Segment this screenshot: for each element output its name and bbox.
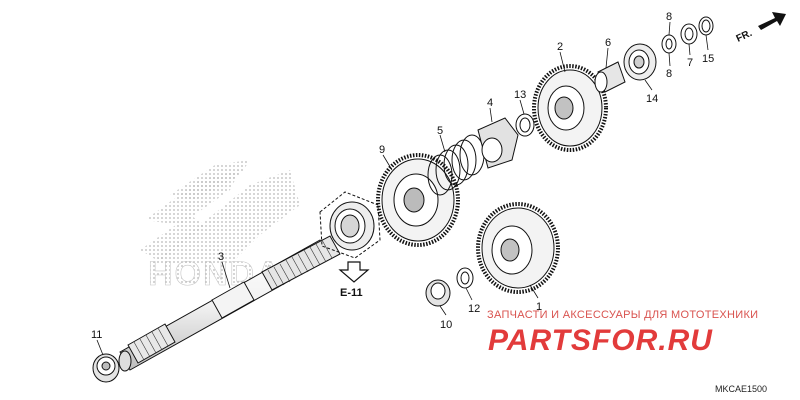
callout-14: 14 xyxy=(646,93,658,105)
part-12-washer xyxy=(456,267,474,289)
callout-5: 5 xyxy=(437,125,443,137)
callouts: 1 2 3 4 5 6 7 8 8 9 10 11 12 13 14 15 xyxy=(91,11,714,341)
part-7-ring xyxy=(680,23,698,45)
part-2-gear xyxy=(532,64,608,152)
callout-12: 12 xyxy=(468,303,480,315)
part-10-nut xyxy=(425,279,451,307)
e11-arrow xyxy=(338,261,370,283)
watermark-tagline: ЗАПЧАСТИ И АКСЕССУАРЫ ДЛЯ МОТОТЕХНИКИ xyxy=(487,309,758,321)
callout-7: 7 xyxy=(687,57,693,69)
callout-2: 2 xyxy=(557,41,563,53)
callout-3: 3 xyxy=(218,251,224,263)
part-6-sleeve xyxy=(594,61,626,93)
leader-lines xyxy=(96,21,709,356)
callout-9: 9 xyxy=(379,144,385,156)
callout-11: 11 xyxy=(91,329,102,341)
callout-15: 15 xyxy=(702,53,714,65)
part-13-washer xyxy=(515,113,535,137)
part-11-nut xyxy=(92,353,120,383)
watermark-brand: PARTSFOR.RU xyxy=(488,324,713,357)
callout-4: 4 xyxy=(487,97,493,109)
drawing-code: MKCAE1500 xyxy=(715,384,767,394)
callout-6: 6 xyxy=(605,37,611,49)
direction-indicator: FR. xyxy=(735,12,786,45)
callout-8-bottom: 8 xyxy=(666,68,672,80)
part-1-gear xyxy=(476,202,560,294)
part-14-bearing xyxy=(623,43,657,81)
part-3-shaft xyxy=(118,235,341,372)
part-15-ring xyxy=(698,16,714,36)
part-4-collar xyxy=(477,117,519,169)
e11-bearing xyxy=(319,191,381,259)
part-8-washer-a xyxy=(661,34,677,54)
callout-10: 10 xyxy=(440,319,452,331)
reference-label: E-11 xyxy=(340,287,363,299)
part-9-gear xyxy=(376,153,460,247)
direction-arrow-icon xyxy=(758,12,786,30)
callout-8-top: 8 xyxy=(666,11,672,23)
callout-1: 1 xyxy=(536,301,542,313)
direction-label: FR. xyxy=(735,28,754,45)
callout-13: 13 xyxy=(514,89,526,101)
